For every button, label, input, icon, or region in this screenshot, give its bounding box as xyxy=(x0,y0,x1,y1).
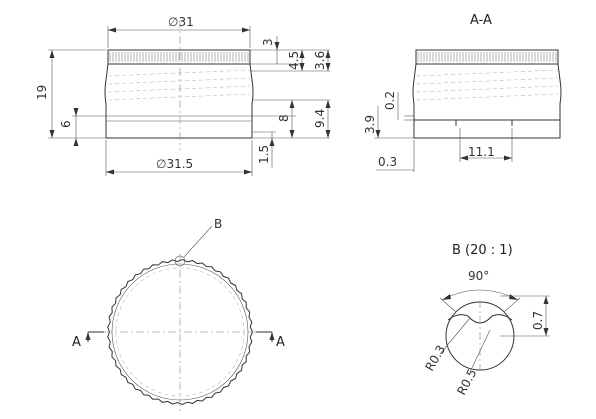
knurl-pattern xyxy=(417,52,557,62)
dim-1-5-label: 1.5 xyxy=(257,145,271,164)
dim-3-label: 3 xyxy=(261,38,275,46)
dim-9-4-label: 9.4 xyxy=(313,109,327,128)
dim-0-3-label: 0.3 xyxy=(378,155,397,169)
knurl-pattern xyxy=(109,52,249,62)
dim-3-6-label: 3.6 xyxy=(313,51,327,70)
body-outline xyxy=(104,63,254,139)
dim-11-1-label: 11.1 xyxy=(468,145,495,159)
thread-lines xyxy=(415,69,559,101)
section-outline xyxy=(412,63,562,139)
detail-view: B (20 : 1) 90° 0.7 R0.3 R0.5 xyxy=(422,243,550,397)
r-0-5-label: R0.5 xyxy=(454,367,479,398)
thread-lines xyxy=(107,69,251,101)
detail-title: B (20 : 1) xyxy=(452,243,513,258)
cut-left-label: A xyxy=(72,335,81,350)
dim-0-2-label: 0.2 xyxy=(383,91,397,110)
dim-0-7-label: 0.7 xyxy=(531,311,545,330)
dia-bottom-label: ∅31.5 xyxy=(156,157,193,171)
dim-3-9-label: 3.9 xyxy=(363,115,377,134)
front-view: ∅31 ∅31.5 19 6 3 4.5 xyxy=(35,15,331,176)
dim-19-label: 19 xyxy=(35,85,49,100)
angle-arc xyxy=(441,289,519,301)
top-view: B A A xyxy=(72,217,285,412)
dim-8-label: 8 xyxy=(277,114,291,122)
cut-right-label: A xyxy=(276,335,285,350)
dim-4-5-label: 4.5 xyxy=(287,51,301,70)
angle-label: 90° xyxy=(468,269,489,283)
dia-top-label: ∅31 xyxy=(168,15,194,29)
section-title: A-A xyxy=(470,13,492,28)
knurl-band xyxy=(107,49,251,65)
detail-circle xyxy=(174,255,186,267)
r-0-3-label: R0.3 xyxy=(422,343,448,374)
dim-6-label: 6 xyxy=(59,120,73,128)
knurl-band xyxy=(415,49,559,65)
section-view: A-A 0.2 3.9 0.3 11.1 xyxy=(363,13,562,172)
detail-callout-label: B xyxy=(214,217,222,231)
